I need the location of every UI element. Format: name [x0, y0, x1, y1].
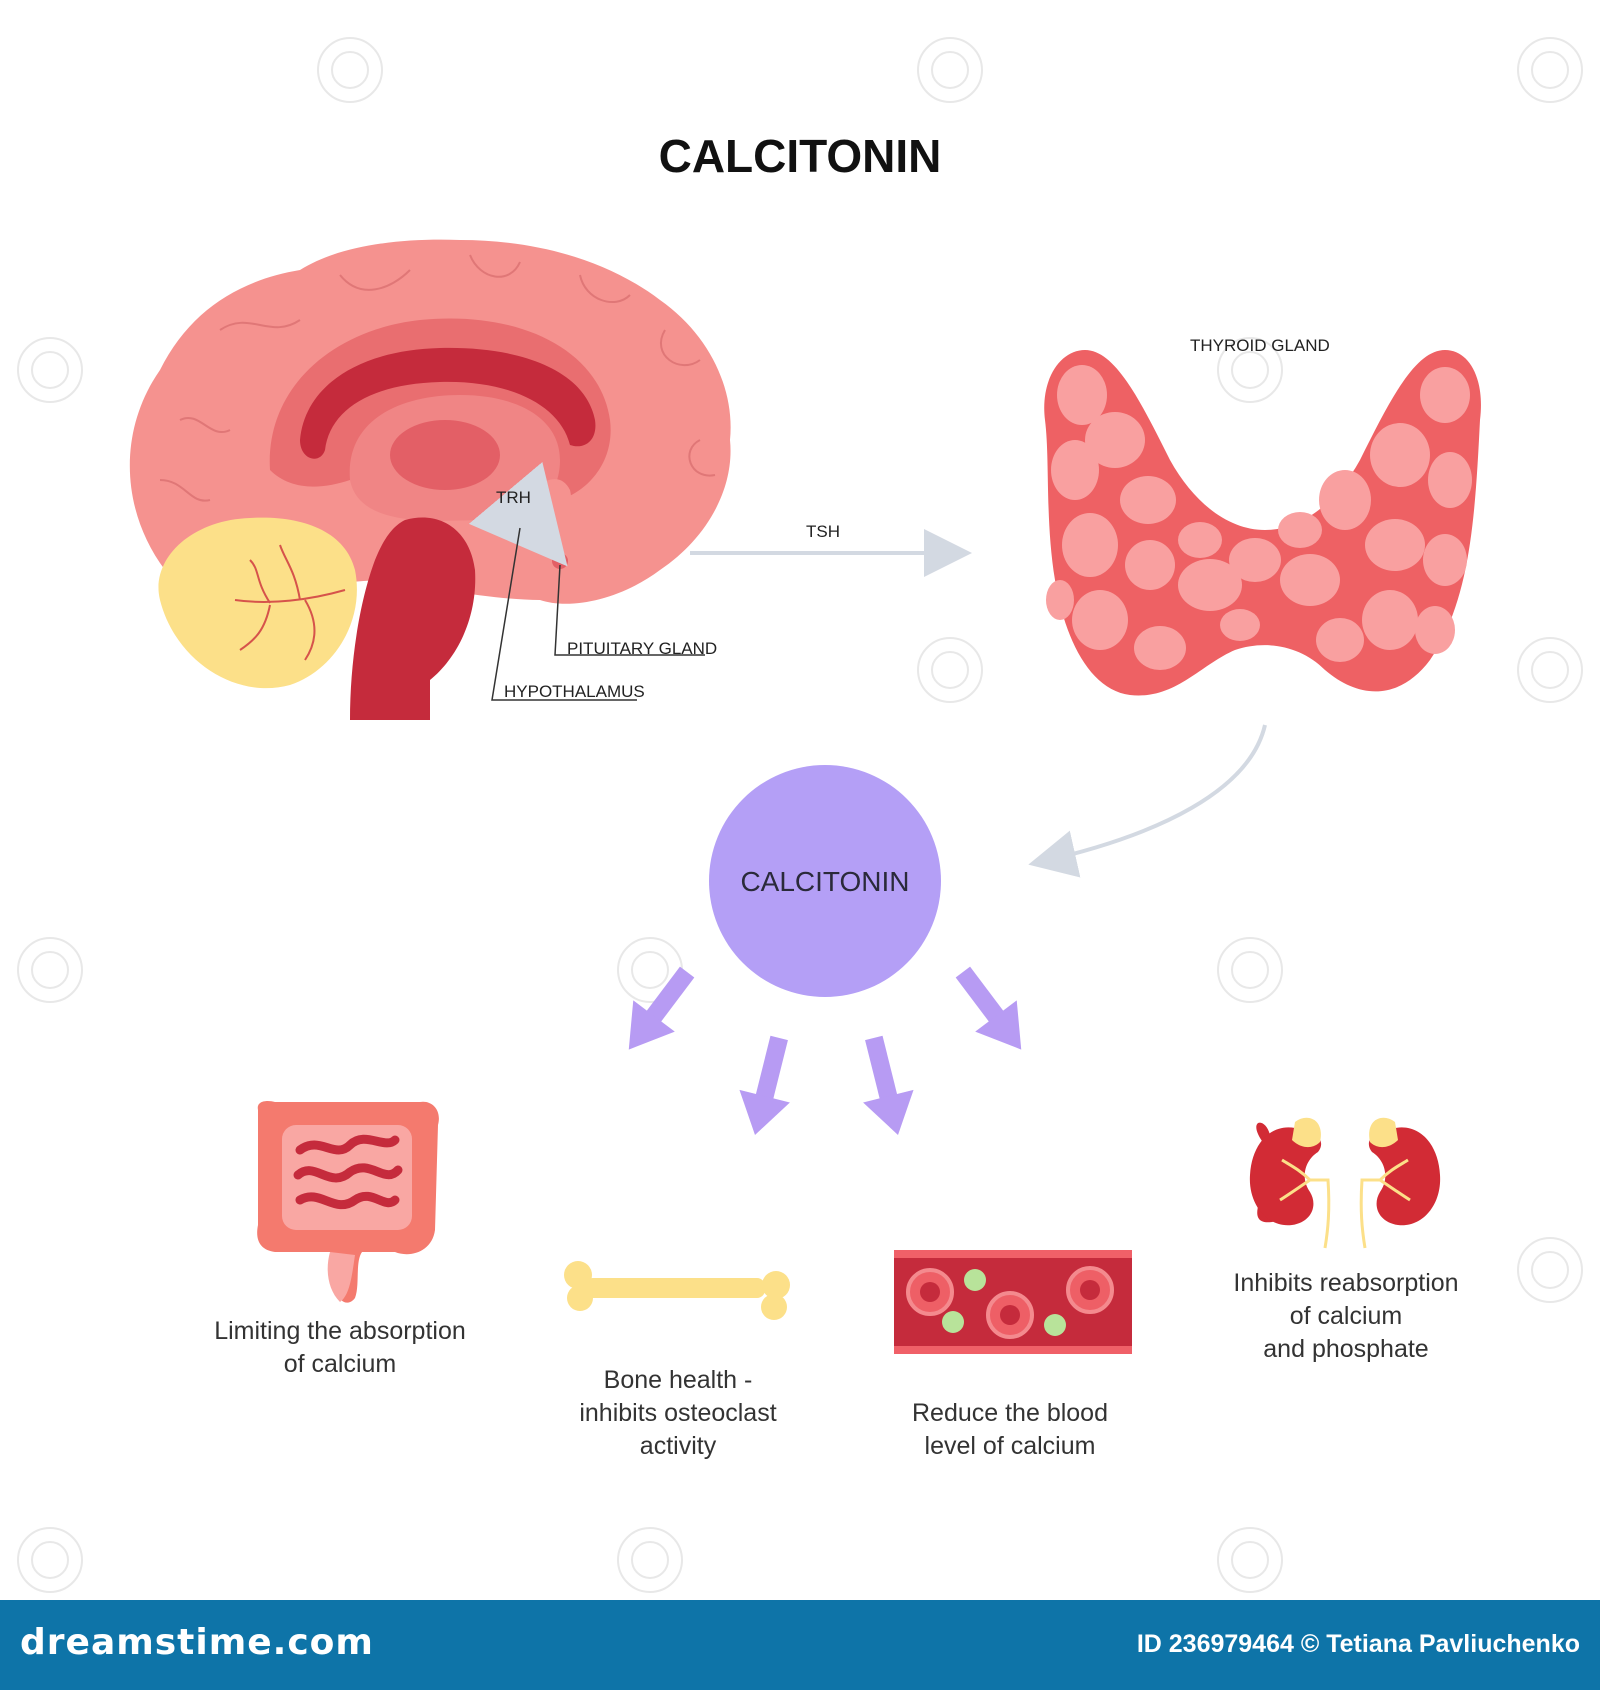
effect-bone-line2: inhibits osteoclast: [579, 1399, 776, 1427]
label-tsh: TSH: [806, 522, 840, 541]
effect-blood-line2: level of calcium: [925, 1432, 1096, 1460]
effect-arrows: [628, 966, 1022, 1135]
effect-bone-line1: Bone health -: [604, 1366, 753, 1394]
hypothalamus-leader-line: [491, 527, 637, 701]
effect-bone-line3: activity: [640, 1432, 717, 1460]
effect-kidney-line3: and phosphate: [1263, 1335, 1428, 1363]
calcitonin-circle: [709, 765, 941, 997]
brand-logo[interactable]: dreamstime.com: [20, 1622, 374, 1663]
brain-illustration: [129, 239, 731, 720]
pituitary-leader-line: [554, 564, 705, 656]
brain-gyri: [159, 254, 716, 502]
intestine-icon: [257, 1100, 439, 1303]
arrow-to-blood: [863, 1035, 914, 1135]
effect-kidney-line2: of calcium: [1290, 1302, 1403, 1330]
label-hypothalamus: HYPOTHALAMUS: [504, 682, 645, 701]
calcitonin-circle-label: CALCITONIN: [740, 866, 909, 897]
brainstem: [350, 517, 476, 720]
thyroid-illustration: [1044, 350, 1481, 696]
corpus-callosum: [300, 347, 596, 459]
effect-intestine-line2: of calcium: [284, 1350, 397, 1378]
label-pituitary-gland: PITUITARY GLAND: [567, 639, 717, 658]
kidneys-icon: [1249, 1117, 1441, 1249]
trh-arrow: [468, 462, 568, 567]
arrow-to-intestine: [628, 966, 695, 1050]
arrow-to-bone: [739, 1035, 790, 1135]
blood-vessel-icon: [894, 1250, 1132, 1354]
thyroid-follicles: [1046, 365, 1472, 670]
effect-intestine-line1: Limiting the absorption: [214, 1317, 466, 1345]
bone-icon: [564, 1261, 790, 1320]
label-thyroid-gland: THYROID GLAND: [1190, 336, 1330, 355]
page-title: CALCITONIN: [659, 130, 942, 182]
image-credit: ID 236979464 © Tetiana Pavliuchenko: [1136, 1630, 1580, 1658]
effect-blood-line1: Reduce the blood: [912, 1399, 1108, 1427]
footer-bar: dreamstime.com ID 236979464 © Tetiana Pa…: [0, 1600, 1600, 1690]
label-trh: TRH: [496, 488, 531, 507]
thyroid-to-calcitonin-arrow: [1028, 724, 1267, 878]
effect-kidney-line1: Inhibits reabsorption: [1233, 1269, 1458, 1297]
arrow-to-kidney: [955, 966, 1022, 1050]
cerebellum-arbor: [234, 544, 346, 661]
thalamus-core: [390, 420, 500, 490]
